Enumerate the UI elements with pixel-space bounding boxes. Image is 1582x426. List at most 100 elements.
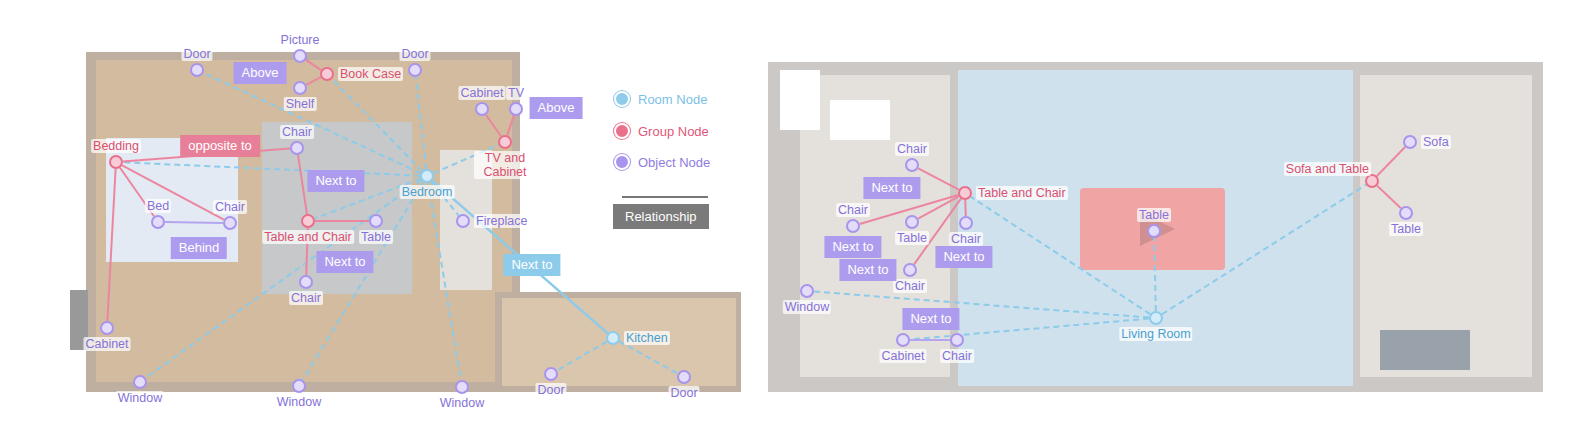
scene-node: Door (677, 370, 691, 384)
node-label: Table and Chair (262, 230, 354, 244)
node-label: Chair (280, 125, 314, 139)
relationship-label: Next to (307, 170, 364, 192)
legend-text: Group Node (638, 124, 709, 139)
node-label: Bed (145, 199, 171, 213)
legend-row: Group Node (614, 123, 709, 139)
relation-edge (1154, 238, 1156, 311)
node-label: Door (399, 47, 430, 61)
scene-node: Sofa and Table (1365, 174, 1379, 188)
relation-edge (203, 73, 420, 173)
relation-edge (557, 342, 607, 371)
relation-edge (507, 116, 514, 136)
relation-edge (1377, 147, 1405, 176)
relation-edge (486, 115, 501, 137)
node-label: Chair (895, 142, 929, 156)
node-label: Cabinet (83, 337, 130, 351)
relationship-label: Next to (935, 246, 992, 268)
legend-swatch (614, 154, 630, 170)
legend-swatch (614, 123, 630, 139)
relation-edge (416, 77, 426, 169)
node-label: Book Case (338, 67, 403, 81)
scene-node: TV and Cabinet (498, 135, 512, 149)
relation-edge (122, 165, 224, 219)
scene-node: Bed (151, 215, 165, 229)
legend-swatch (614, 91, 630, 107)
node-label: Kitchen (624, 331, 670, 345)
node-label: Fireplace (474, 214, 529, 228)
node-label: TV (506, 86, 526, 100)
scene-node: Picture (293, 49, 307, 63)
relation-edge (123, 162, 420, 175)
relationship-label: Behind (171, 237, 227, 259)
node-label: Window (275, 395, 323, 409)
node-label: Chair (940, 349, 974, 363)
relation-edge (814, 292, 1149, 318)
scene-node: Chair (299, 275, 313, 289)
node-label: Table (1137, 208, 1171, 222)
scene-node: Table (1147, 224, 1161, 238)
scene-node: Table and Chair (301, 214, 315, 228)
legend-row: Room Node (614, 91, 707, 107)
relation-edge (306, 77, 321, 85)
relation-edge (910, 339, 950, 341)
relationship-label: Next to (863, 177, 920, 199)
relation-edge (428, 183, 461, 380)
relation-edge (918, 196, 959, 218)
relationship-label: Above (530, 97, 583, 119)
node-label: Window (783, 300, 831, 314)
scene-node: Window (292, 379, 306, 393)
relation-edge (619, 341, 678, 373)
node-label: Sofa and Table (1284, 162, 1371, 176)
relationship-label: Next to (902, 308, 959, 330)
scene-node: Table (1399, 206, 1413, 220)
scene-node: Kitchen (606, 331, 620, 345)
legend-text: Relationship (613, 204, 709, 229)
relationship-label: Next to (824, 236, 881, 258)
legend-line (622, 196, 708, 198)
node-label: Picture (279, 33, 322, 47)
scene-node: Door (408, 63, 422, 77)
relation-edge (971, 197, 1150, 314)
scene-node: Chair (950, 333, 964, 347)
node-label: Chair (836, 203, 870, 217)
relationship-label: Next to (503, 254, 560, 276)
relationship-label: Above (234, 62, 287, 84)
scene-node: TV (509, 102, 523, 116)
node-label: Window (438, 396, 486, 410)
scene-node: Bedroom (420, 169, 434, 183)
relation-edge (1377, 186, 1401, 208)
scene-node: Chair (846, 219, 860, 233)
scene-node: Living Room (1149, 311, 1163, 325)
node-label: Table (895, 231, 929, 245)
node-label: Table (359, 230, 393, 244)
relation-edge (315, 220, 369, 222)
relation-edge (918, 168, 959, 189)
scene-node: Window (455, 380, 469, 394)
scene-node: Shelf (293, 81, 307, 95)
relation-edge (332, 79, 422, 171)
relation-edge (432, 181, 607, 334)
scene-node: Door (544, 367, 558, 381)
scene-node: Table and Chair (958, 186, 972, 200)
node-label: Door (668, 386, 699, 400)
node-label: Living Room (1119, 327, 1192, 341)
legend-text: Object Node (638, 155, 710, 170)
scene-node: Chair (959, 216, 973, 230)
scene-node: Sofa (1403, 135, 1417, 149)
node-label: Chair (949, 232, 983, 246)
scene-node: Cabinet (896, 333, 910, 347)
node-label: Table and Chair (976, 186, 1068, 200)
node-label: TV and Cabinet (474, 151, 536, 179)
scene-node: Cabinet (475, 102, 489, 116)
relationship-label: Next to (316, 251, 373, 273)
relation-edge (107, 169, 115, 321)
node-label: Sofa (1421, 135, 1451, 149)
scene-node: Table (905, 215, 919, 229)
node-label: Chair (289, 291, 323, 305)
scene-node: Window (133, 375, 147, 389)
scene-node: Chair (905, 158, 919, 172)
node-label: Cabinet (879, 349, 926, 363)
scene-node: Door (190, 63, 204, 77)
node-label: Bedroom (400, 185, 455, 199)
